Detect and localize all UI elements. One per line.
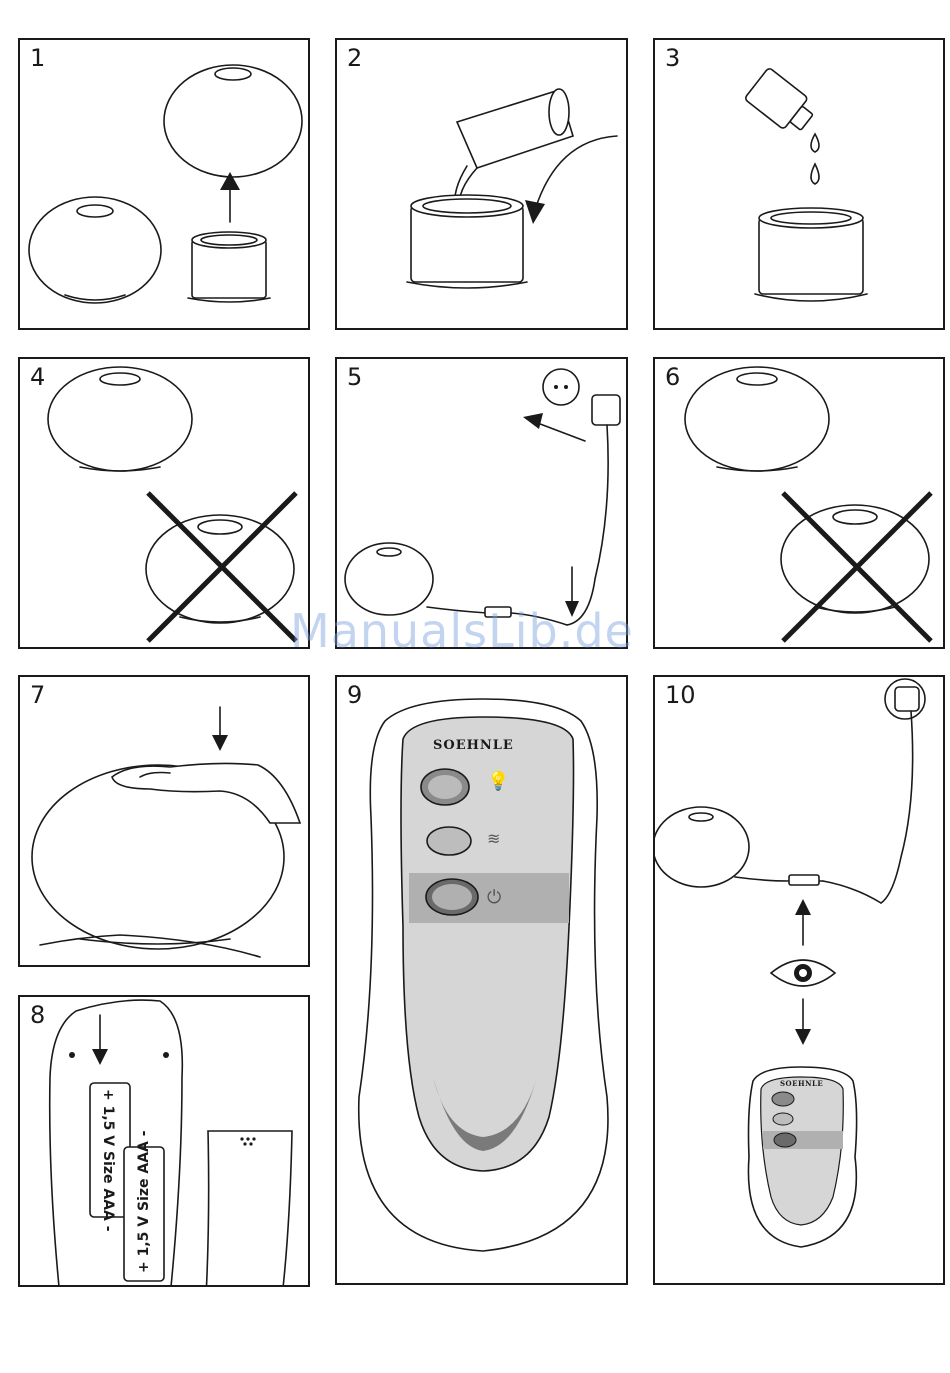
remote-range-illustration: [655, 677, 945, 1285]
connect-power-illustration: [337, 359, 628, 649]
step-1-panel: 1: [18, 38, 310, 330]
step-8-panel: 8 + 1,5 V Size AAA - + 1,5 V Size AAA -: [18, 995, 310, 1287]
correct-incorrect-placement-illustration: [655, 359, 945, 649]
light-bulb-icon[interactable]: 💡: [487, 771, 509, 792]
lift-cover-illustration: [20, 40, 310, 330]
step-3-panel: 3: [653, 38, 945, 330]
step-2-panel: 2: [335, 38, 628, 330]
power-icon[interactable]: ⏻: [487, 887, 501, 908]
brand-logo: SOEHNLE: [780, 1079, 823, 1088]
remote-control-illustration: [337, 677, 628, 1285]
step-4-panel: 4: [18, 357, 310, 649]
brand-logo: SOEHNLE: [433, 738, 514, 753]
steam-icon[interactable]: ≋: [487, 829, 500, 848]
battery-insert-illustration: [20, 997, 310, 1287]
step-5-panel: 5: [335, 357, 628, 649]
battery-label: + 1,5 V Size AAA -: [100, 1089, 116, 1232]
step-7-panel: 7: [18, 675, 310, 967]
step-6-panel: 6: [653, 357, 945, 649]
step-10-panel: 10 SOEHNLE: [653, 675, 945, 1285]
press-top-illustration: [20, 677, 310, 967]
correct-incorrect-placement-illustration: [20, 359, 310, 649]
step-9-panel: 9 SOEHNLE 💡 ≋ ⏻: [335, 675, 628, 1285]
add-fragrance-illustration: [655, 40, 945, 330]
battery-label: + 1,5 V Size AAA -: [136, 1130, 152, 1273]
fill-water-illustration: [337, 40, 628, 330]
